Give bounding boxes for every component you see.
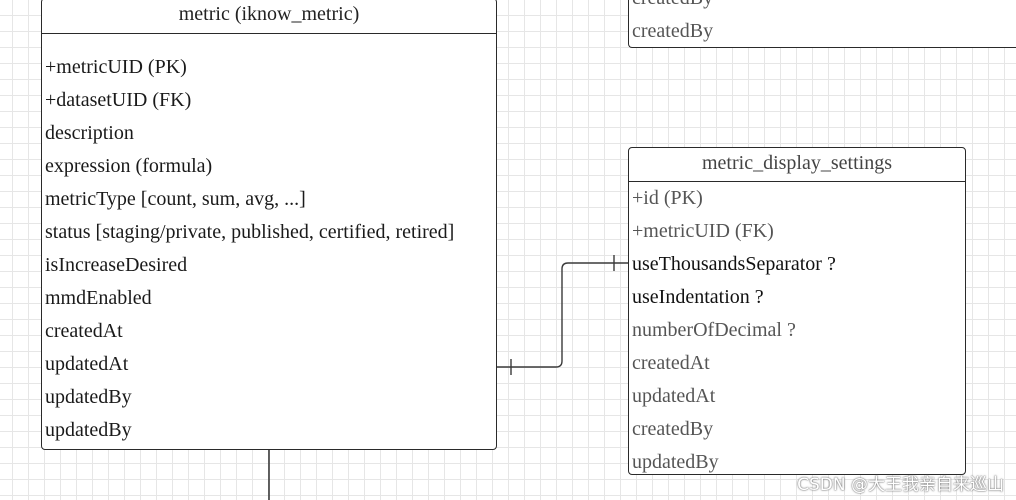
field-row: useIndentation ? xyxy=(632,286,764,308)
entity-fields: createdBy createdBy xyxy=(629,0,1016,48)
entity-metric[interactable]: metric (iknow_metric) +metricUID (PK) +d… xyxy=(41,0,497,450)
field-row: +datasetUID (FK) xyxy=(45,89,192,111)
entity-title: metric_display_settings xyxy=(629,148,965,182)
entity-metric-display-settings[interactable]: metric_display_settings +id (PK) +metric… xyxy=(628,147,966,475)
field-row: +metricUID (FK) xyxy=(632,220,774,242)
field-row: mmdEnabled xyxy=(45,287,152,309)
entity-title: metric (iknow_metric) xyxy=(42,0,496,34)
field-row: createdAt xyxy=(632,352,710,374)
field-row: updatedAt xyxy=(45,353,129,375)
field-row: createdAt xyxy=(45,320,123,342)
field-row: updatedBy xyxy=(45,419,132,441)
field-row: updatedBy xyxy=(632,451,719,473)
entity-top-right-partial[interactable]: createdBy createdBy xyxy=(628,0,1016,48)
field-row: expression (formula) xyxy=(45,155,213,177)
watermark-text: CSDN @大王我亲自来巡山 xyxy=(797,475,1004,495)
entity-fields: +metricUID (PK) +datasetUID (FK) descrip… xyxy=(42,34,496,447)
field-row: createdBy xyxy=(632,20,714,42)
field-row: numberOfDecimal ? xyxy=(632,319,796,341)
field-row: createdBy xyxy=(632,0,1016,15)
field-row: metricType [count, sum, avg, ...] xyxy=(45,188,306,210)
field-row: +id (PK) xyxy=(632,187,703,209)
field-row: useThousandsSeparator ? xyxy=(632,253,836,275)
field-row: isIncreaseDesired xyxy=(45,254,188,276)
connector-metric-to-display-settings xyxy=(497,262,628,368)
field-row: status [staging/private, published, cert… xyxy=(45,221,455,243)
field-row: updatedAt xyxy=(632,385,716,407)
field-row: +metricUID (PK) xyxy=(45,56,187,78)
entity-fields: +id (PK) +metricUID (FK) useThousandsSep… xyxy=(629,182,965,479)
field-row: createdBy xyxy=(632,418,714,440)
field-row: description xyxy=(45,122,134,144)
field-row: updatedBy xyxy=(45,386,132,408)
